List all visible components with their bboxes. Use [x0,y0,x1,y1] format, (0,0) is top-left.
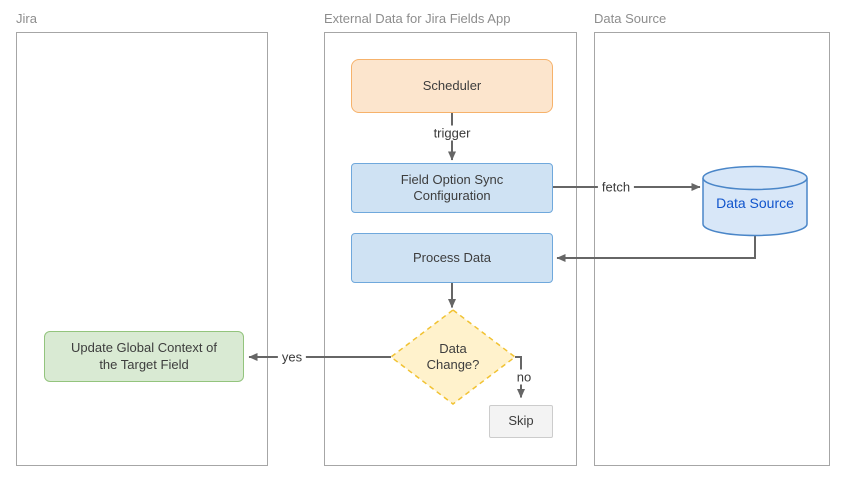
lane-data-source [594,32,830,466]
lane-jira [16,32,268,466]
node-process-data-label: Process Data [412,249,492,265]
node-data-change-decision: Data Change? [393,335,513,379]
edge-label-trigger: trigger [429,125,475,141]
node-field-option-sync-label: Field Option Sync Configuration [400,171,504,203]
node-data-change-label: Data Change? [426,340,480,372]
node-scheduler: Scheduler [351,59,553,113]
edge-label-no: no [512,369,536,385]
node-data-source-label: Data Source [716,195,794,212]
node-skip: Skip [489,405,553,438]
node-process-data: Process Data [351,233,553,283]
node-skip-label: Skip [508,413,534,429]
lane-label-external-app: External Data for Jira Fields App [324,11,511,26]
node-scheduler-label: Scheduler [422,77,482,93]
edge-label-yes: yes [277,349,307,365]
node-update-global-context-label: Update Global Context of the Target Fiel… [71,340,217,372]
node-field-option-sync-configuration: Field Option Sync Configuration [351,163,553,213]
node-data-source-database: Data Source [703,195,807,213]
edge-label-fetch: fetch [597,179,635,195]
node-update-global-context: Update Global Context of the Target Fiel… [44,331,244,382]
lane-label-jira: Jira [16,11,37,26]
lane-label-data-source: Data Source [594,11,667,26]
